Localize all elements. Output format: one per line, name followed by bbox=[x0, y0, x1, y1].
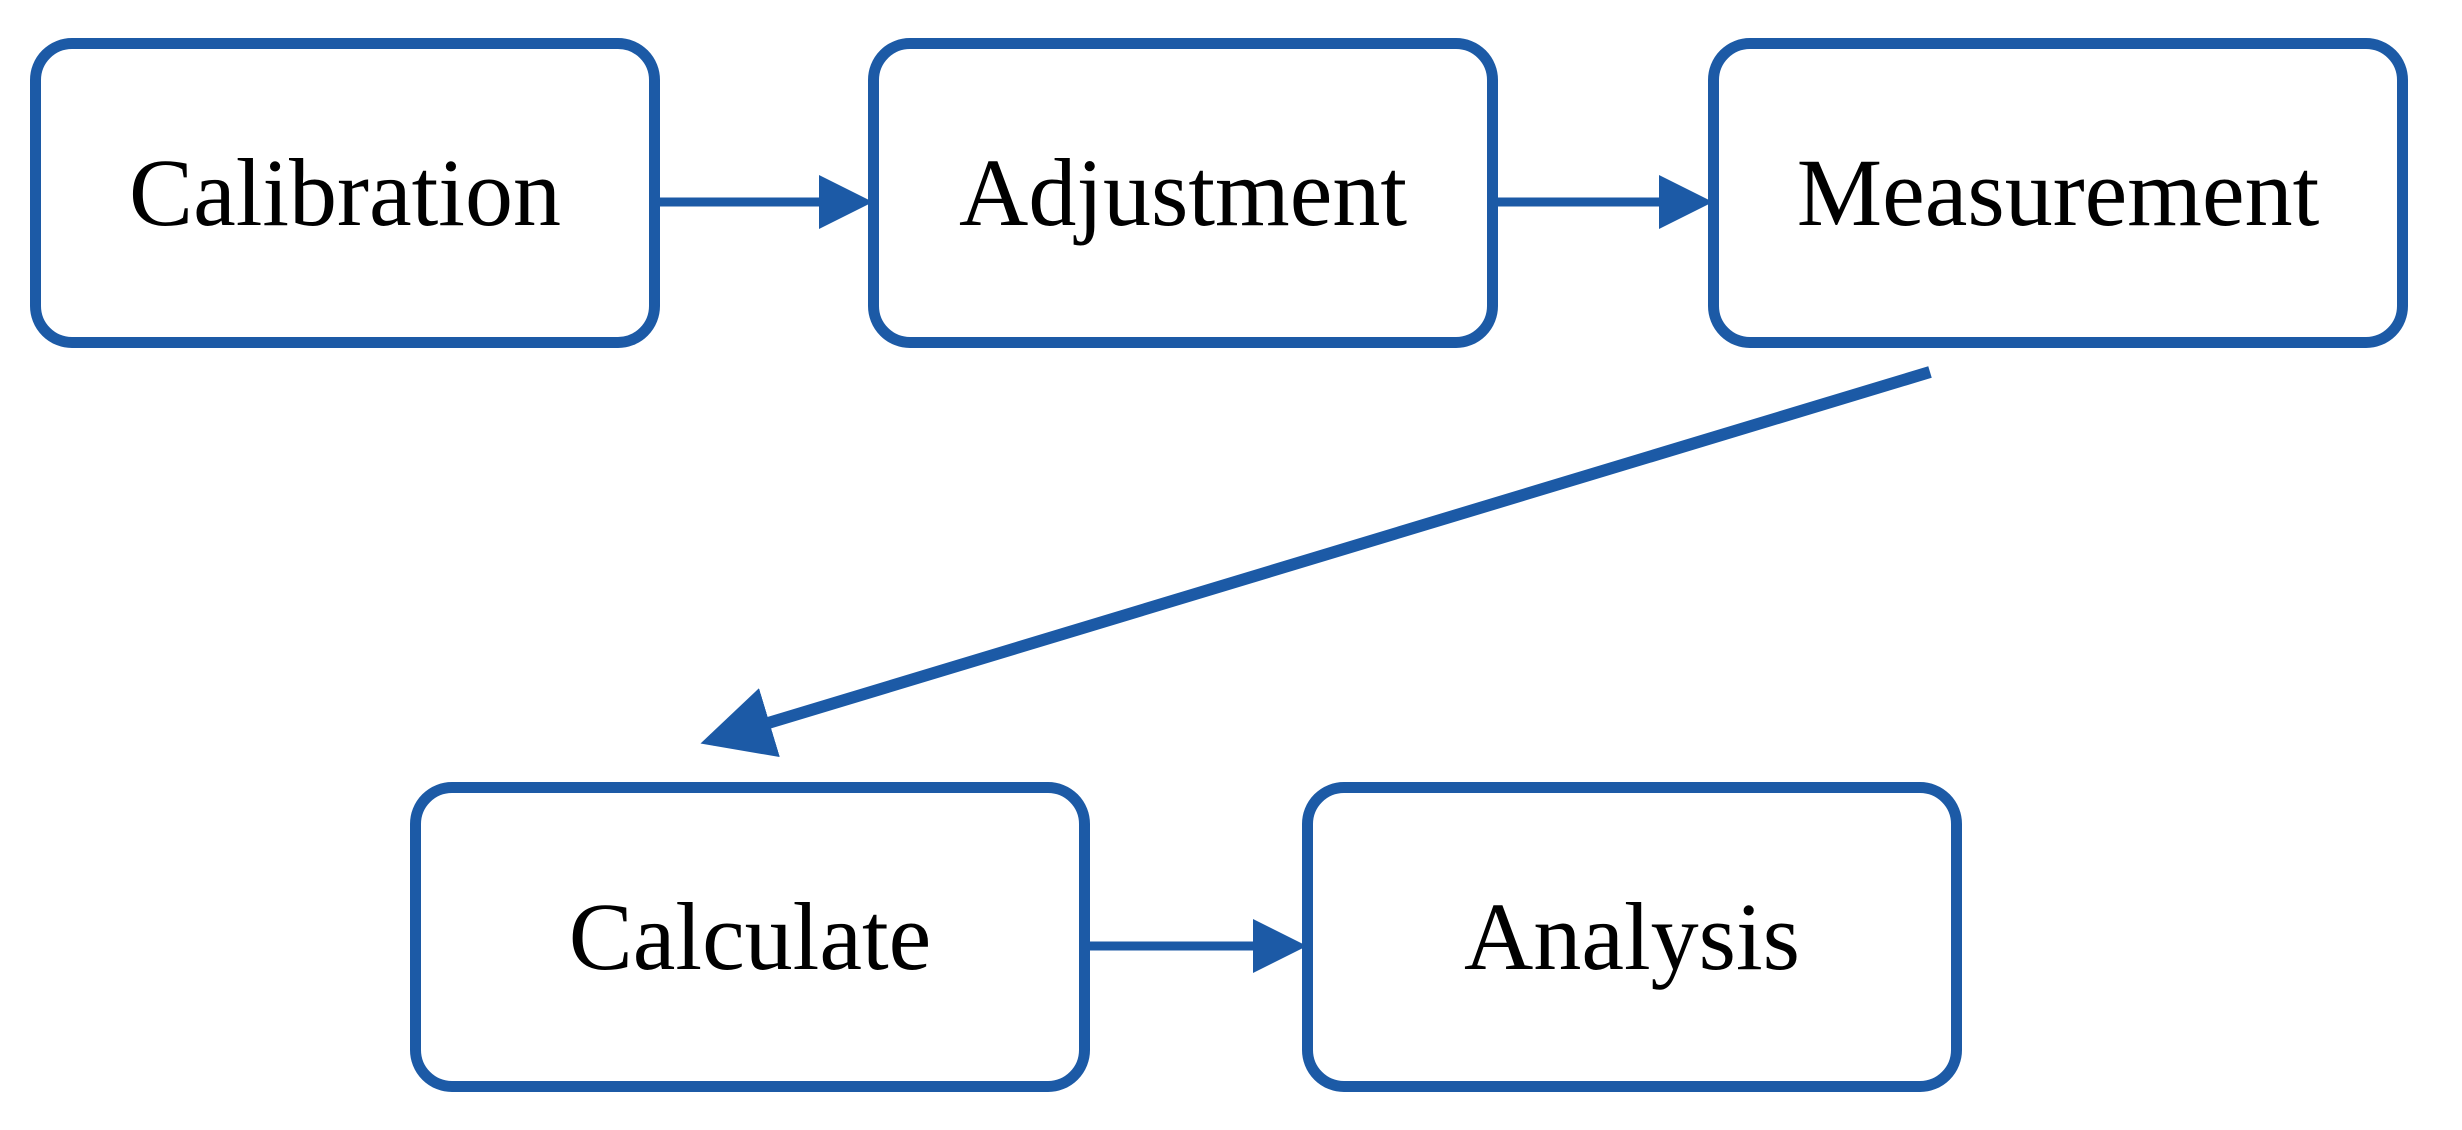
analysis-box: Analysis bbox=[1302, 782, 1962, 1092]
calibration-box: Calibration bbox=[30, 38, 660, 348]
adjustment-box: Adjustment bbox=[868, 38, 1498, 348]
calculate-label: Calculate bbox=[568, 883, 932, 990]
calculate-box: Calculate bbox=[410, 782, 1090, 1092]
measurement-label: Measurement bbox=[1796, 139, 2320, 246]
analysis-label: Analysis bbox=[1464, 883, 1800, 990]
arrow-measurement-to-calculate bbox=[700, 366, 1932, 758]
adjustment-label: Adjustment bbox=[959, 139, 1407, 246]
calibration-label: Calibration bbox=[129, 139, 561, 246]
measurement-box: Measurement bbox=[1708, 38, 2408, 348]
